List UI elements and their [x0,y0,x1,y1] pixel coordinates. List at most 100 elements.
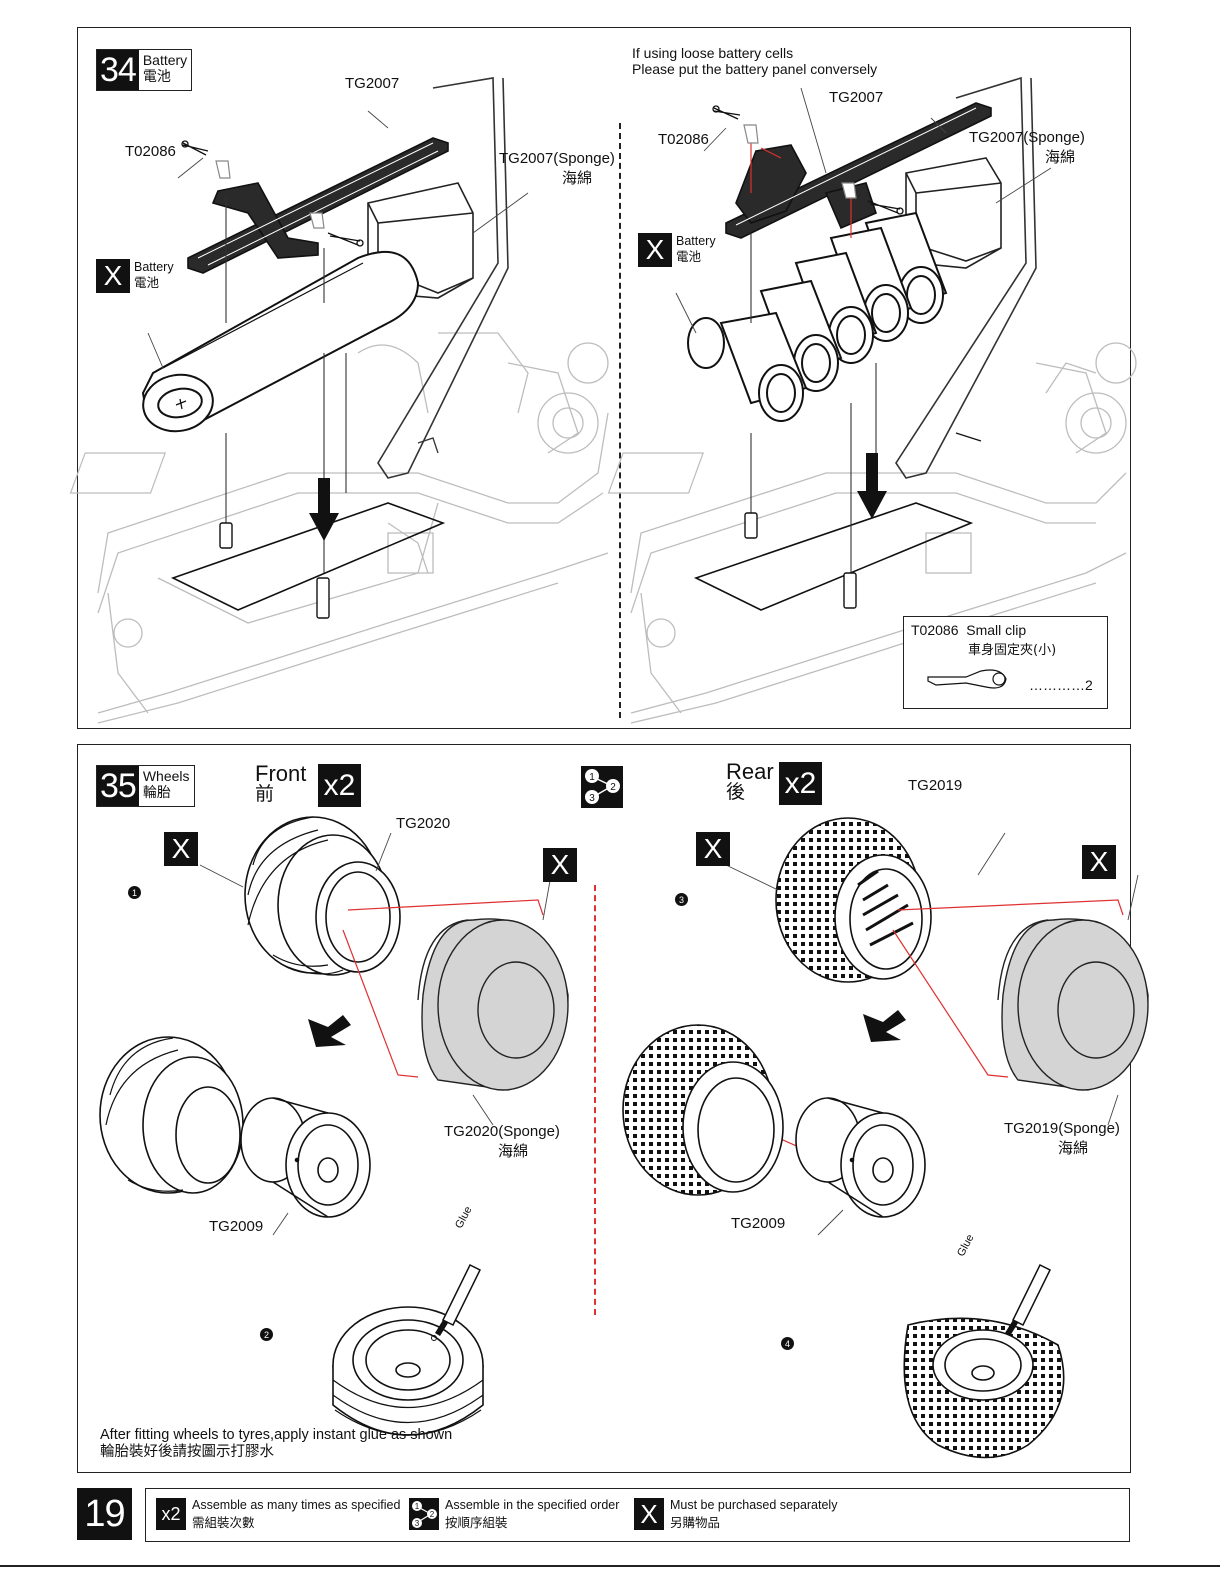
part-plate-label: TG2007 [345,75,400,92]
rear-tyre-label: TG2019 [908,777,963,794]
legend-text-en: Assemble in the specified order [445,1498,620,1512]
front-tyre-fitted [99,1036,244,1194]
front-wheel-label: TG2009 [209,1218,264,1235]
part-clip-label: T02086 [125,143,176,160]
front-label-en: Front [255,761,307,786]
cell [794,251,878,364]
legend-text: Assemble as many times as specified 需組裝次… [192,1497,400,1531]
rear-tyre-fitted [622,1024,784,1196]
guide-lines [225,198,347,573]
rear-multiplier: x2 [779,762,822,805]
order-num-1: 1 [415,1502,420,1511]
rear-label-en: Rear [726,759,774,784]
battery-tray-right [693,502,974,611]
glue-note-cn: 輪胎裝好後請按圖示打膠水 [100,1444,274,1460]
step-34-panel: 34 Battery 電池 [69,27,1137,729]
step-marker-3: 3 [675,893,688,906]
legend-text-en: Must be purchased separately [670,1498,838,1512]
front-rim [240,1097,371,1218]
rear-label: Rear 後 [726,759,774,803]
glue-note: After fitting wheels to tyres,apply inst… [100,1427,452,1461]
order-num-2: 2 [430,1510,435,1519]
step-title-en: Battery [142,52,188,68]
step-title-en: Wheels [142,768,190,784]
small-clip-icon [927,669,1007,689]
front-sponge [417,918,569,1091]
loose-cells-note-line2: Please put the battery panel conversely [632,61,878,77]
rear-tyre [775,817,932,983]
part-sponge-cn-label: 海綿 [562,169,593,187]
cell [829,226,913,342]
legend-text: Must be purchased separately 另購物品 [670,1497,837,1531]
rear-label-cn: 後 [726,781,746,803]
legend-item-purchase: X Must be purchased separately 另購物品 [634,1497,837,1531]
rear-sponge-cn-label: 海綿 [1058,1139,1089,1157]
legend-item-multiply: x2 Assemble as many times as specified 需… [156,1497,400,1531]
step-marker-4: 4 [781,1337,794,1350]
body-pin-right [743,124,857,199]
battery-tray [170,502,446,611]
sponge-wall [377,77,509,479]
parts-name-cn: 車身固定夾(小) [968,643,1057,658]
part-plate-label-right: TG2007 [829,89,884,106]
small-clip-right [712,105,982,442]
part-sponge-label: TG2007(Sponge) [499,150,615,167]
small-clip [181,140,364,247]
purchase-separately-icon: X [634,1498,664,1530]
step-title: Battery 電池 [139,50,191,90]
rear-wheel-glued [903,1317,1065,1459]
rear-rim [795,1097,926,1218]
leader-lines-right [675,87,1052,334]
install-arrow-right [857,453,887,519]
front-wheel-illustration [99,816,569,1436]
parts-name-en: Small clip [966,622,1027,638]
purchase-separately-badge-right: X [638,233,672,267]
front-label-cn: 前 [255,783,275,805]
order-num-3: 3 [589,793,595,804]
front-sponge-label: TG2020(Sponge) [444,1123,560,1140]
symbol-legend: x2 Assemble as many times as specified 需… [145,1488,1130,1542]
step-35-header: 35 Wheels 輪胎 [96,765,195,807]
parts-code: T02086 [911,622,959,638]
order-num-3: 3 [415,1519,420,1528]
rear-sponge-label: TG2019(Sponge) [1004,1120,1120,1137]
rear-leader-lines [725,832,1139,1236]
step-number: 35 [97,766,139,806]
legend-item-order: 1 2 3 Assemble in the specified order 按順… [409,1497,619,1531]
page-number: 19 [77,1488,132,1540]
battery-cells [687,211,948,422]
glue-bottle-rear [1005,1263,1052,1336]
loose-cells-illustration [607,76,1137,724]
sponge-block-right [905,157,1002,269]
order-graphic: 1 2 3 [585,769,620,804]
body-pin [215,160,325,229]
order-icon: 1 2 3 [409,1498,439,1530]
step-title-cn: 輪胎 [142,785,171,801]
assembly-arrow-rear [863,1010,906,1042]
front-sponge-x-badge: X [543,848,577,882]
glue-bottle-front [431,1263,482,1341]
page-bottom-rule [0,1565,1220,1567]
battery-pack-illustration [69,77,609,724]
mounting-posts [219,522,330,619]
order-icon: 1 2 3 [581,766,623,808]
step-34-header: 34 Battery 電池 [96,49,193,91]
parts-qty: …………2 [1029,677,1093,693]
part-sponge-cn-label-right: 海綿 [1045,148,1076,166]
step-number: 34 [97,50,139,90]
legend-text-cn: 另購物品 [670,1515,721,1530]
legend-text-cn: 需組裝次數 [192,1515,255,1530]
rear-sponge-x-badge: X [1082,845,1116,879]
step-title-cn: 電池 [142,69,171,85]
step-35-panel: 35 Wheels 輪胎 Front 前 x2 1 2 3 Rear 後 x2 [77,744,1149,1473]
battery-note-cn: 電池 [134,275,160,290]
leader-lines [147,110,529,369]
multiply-icon: x2 [156,1498,186,1530]
install-arrow [309,478,339,541]
cell [759,279,843,392]
red-guides-right [750,143,852,238]
battery-note-en: Battery [134,260,174,274]
part-clip-label-right: T02086 [658,131,709,148]
order-graphic-small: 1 2 3 [412,1501,437,1528]
front-wheel-glued [332,1306,484,1436]
